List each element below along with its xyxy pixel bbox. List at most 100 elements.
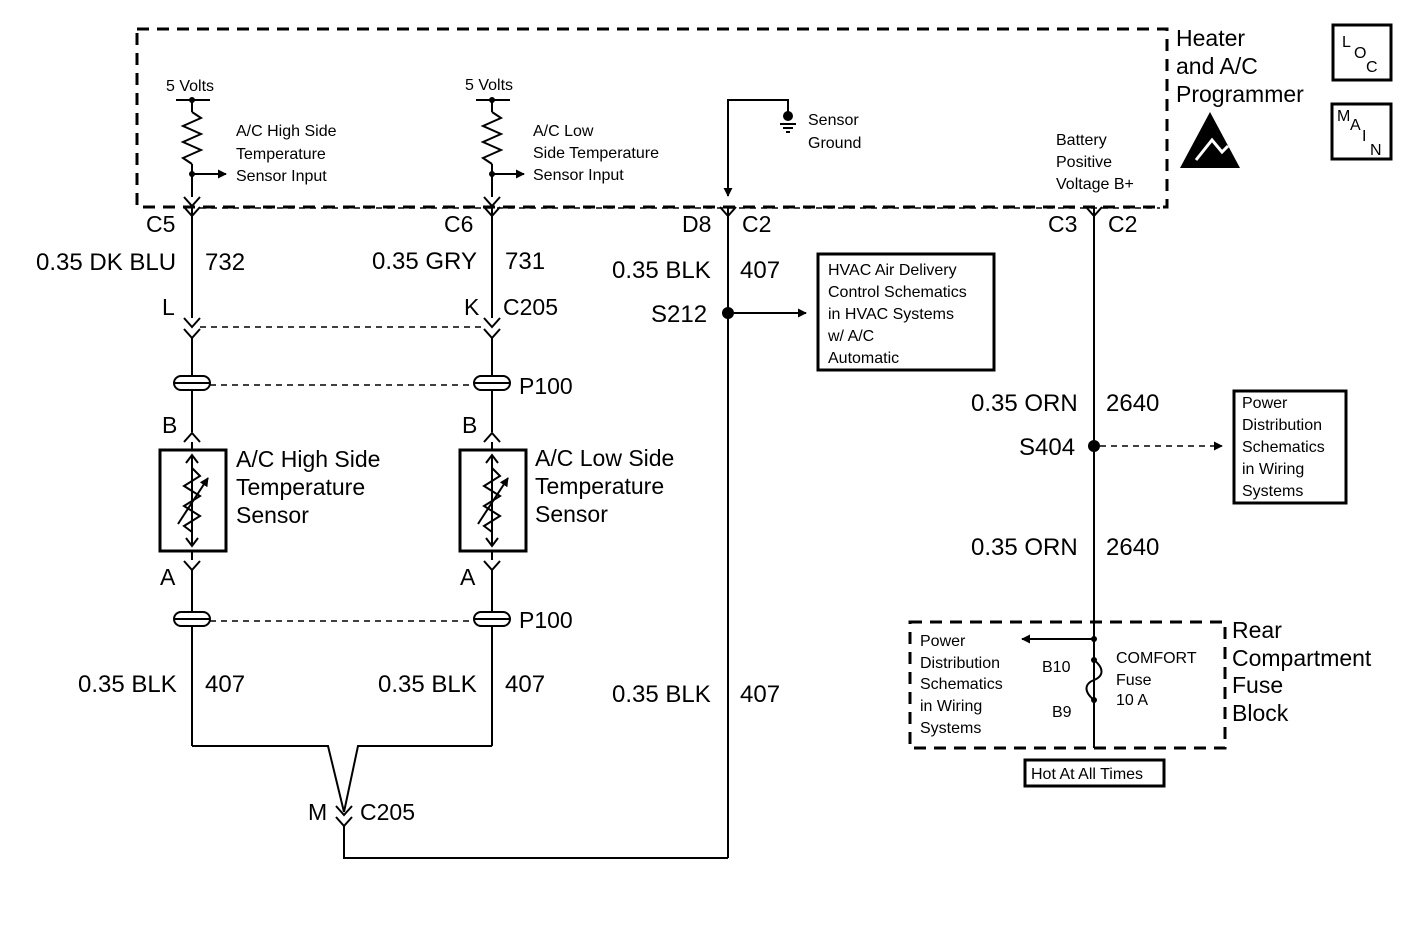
- svg-text:in Wiring: in Wiring: [1242, 461, 1304, 478]
- connector-c205-bottom: M C205: [192, 745, 728, 859]
- svg-text:731: 731: [505, 248, 545, 275]
- svg-text:Sensor: Sensor: [236, 502, 309, 528]
- svg-text:0.35 DK BLU: 0.35 DK BLU: [36, 249, 176, 276]
- svg-text:Programmer: Programmer: [1176, 81, 1304, 107]
- svg-text:Schematics: Schematics: [1242, 439, 1325, 456]
- svg-text:407: 407: [740, 257, 780, 284]
- main-button[interactable]: M A I N: [1330, 102, 1393, 161]
- pullup-resistor-high: [180, 111, 204, 165]
- low-side-input-circuit: 5 Volts A/C Low Side Temperature Sensor …: [465, 77, 659, 318]
- svg-text:O: O: [1354, 45, 1366, 62]
- svg-text:Schematics: Schematics: [920, 676, 1003, 693]
- power-distribution-reference-2[interactable]: Power Distribution Schematics in Wiring …: [920, 633, 1003, 737]
- sensor-terminal-b: B B: [162, 412, 501, 443]
- svg-text:407: 407: [505, 671, 545, 698]
- splice-s404: S404: [1019, 434, 1223, 461]
- svg-text:C6: C6: [444, 211, 473, 237]
- svg-text:C2: C2: [1108, 211, 1137, 237]
- svg-text:Ground: Ground: [808, 135, 861, 152]
- svg-text:Hot At All Times: Hot At All Times: [1031, 766, 1143, 783]
- svg-text:Sensor Input: Sensor Input: [236, 168, 327, 185]
- svg-text:0.35 BLK: 0.35 BLK: [378, 671, 477, 698]
- svg-text:P100: P100: [519, 607, 573, 633]
- svg-text:A: A: [1350, 117, 1361, 134]
- svg-text:2640: 2640: [1106, 534, 1159, 561]
- svg-text:Block: Block: [1232, 700, 1289, 726]
- svg-text:0.35 BLK: 0.35 BLK: [612, 257, 711, 284]
- svg-text:S404: S404: [1019, 434, 1075, 461]
- splice-s212: S212: [651, 301, 807, 328]
- wire-label-732: 0.35 DK BLU 732: [36, 249, 245, 276]
- loc-button[interactable]: L O C: [1331, 23, 1393, 82]
- svg-text:in HVAC Systems: in HVAC Systems: [828, 306, 954, 323]
- svg-text:I: I: [1362, 128, 1366, 145]
- power-distribution-reference-1[interactable]: Power Distribution Schematics in Wiring …: [1232, 389, 1348, 505]
- svg-text:and A/C: and A/C: [1176, 53, 1258, 79]
- high-side-temperature-sensor: A/C High Side Temperature Sensor: [158, 442, 380, 560]
- svg-text:Temperature: Temperature: [236, 146, 326, 163]
- svg-text:S212: S212: [651, 301, 707, 328]
- svg-text:HVAC Air Delivery: HVAC Air Delivery: [828, 262, 957, 279]
- programmer-box: [135, 27, 1169, 209]
- hot-at-all-times-label: Hot At All Times: [1023, 758, 1166, 788]
- svg-text:Rear: Rear: [1232, 617, 1282, 643]
- svg-text:Systems: Systems: [1242, 483, 1303, 500]
- wire-label-2640-bottom: 0.35 ORN 2640: [971, 534, 1159, 561]
- wire-label-731: 0.35 GRY 731: [372, 248, 545, 275]
- svg-text:0.35 BLK: 0.35 BLK: [78, 671, 177, 698]
- hvac-schematics-reference[interactable]: HVAC Air Delivery Control Schematics in …: [816, 252, 996, 372]
- svg-text:Fuse: Fuse: [1116, 672, 1152, 689]
- svg-text:2640: 2640: [1106, 390, 1159, 417]
- svg-text:Temperature: Temperature: [236, 474, 365, 500]
- svg-text:B: B: [162, 412, 177, 438]
- svg-text:A: A: [160, 564, 176, 590]
- sensor-terminal-a: A A: [160, 560, 501, 612]
- svg-text:A/C Low: A/C Low: [533, 123, 594, 140]
- svg-text:407: 407: [205, 671, 245, 698]
- pullup-resistor-low: [480, 111, 504, 165]
- svg-text:C205: C205: [503, 294, 558, 320]
- svg-text:M: M: [308, 799, 327, 825]
- wire-label-2640-top: 0.35 ORN 2640: [971, 390, 1159, 417]
- svg-text:0.35 ORN: 0.35 ORN: [971, 534, 1078, 561]
- svg-text:A: A: [460, 564, 476, 590]
- svg-text:Distribution: Distribution: [1242, 417, 1322, 434]
- svg-text:Sensor Input: Sensor Input: [533, 167, 624, 184]
- svg-text:w/ A/C: w/ A/C: [827, 328, 874, 345]
- svg-text:0.35 BLK: 0.35 BLK: [612, 681, 711, 708]
- programmer-connector-labels: C5 C6 D8 C2 C3 C2: [146, 211, 1137, 237]
- svg-text:Heater: Heater: [1176, 25, 1245, 51]
- svg-text:M: M: [1337, 108, 1350, 125]
- wire-label-407-high: 0.35 BLK 407: [78, 671, 245, 698]
- svg-text:A/C Low Side: A/C Low Side: [535, 445, 674, 471]
- svg-text:Sensor: Sensor: [535, 501, 608, 527]
- svg-text:0.35 ORN: 0.35 ORN: [971, 390, 1078, 417]
- svg-text:Fuse: Fuse: [1232, 672, 1283, 698]
- svg-text:Systems: Systems: [920, 720, 981, 737]
- svg-text:in Wiring: in Wiring: [920, 698, 982, 715]
- connector-c205-top: L K C205: [162, 294, 558, 340]
- svg-text:Sensor: Sensor: [808, 112, 859, 129]
- svg-text:10 A: 10 A: [1116, 692, 1148, 709]
- svg-text:Power: Power: [920, 633, 966, 650]
- high-side-input-circuit: 5 Volts A/C High Side Temperature Sensor…: [166, 78, 337, 318]
- svg-text:Side Temperature: Side Temperature: [533, 145, 659, 162]
- svg-text:5 Volts: 5 Volts: [465, 77, 513, 94]
- svg-text:Temperature: Temperature: [535, 473, 664, 499]
- svg-text:L: L: [162, 294, 175, 320]
- wire-label-407-return: 0.35 BLK 407: [612, 681, 780, 708]
- svg-text:Compartment: Compartment: [1232, 645, 1372, 671]
- wire-label-407-low: 0.35 BLK 407: [378, 671, 545, 698]
- svg-text:Positive: Positive: [1056, 154, 1112, 171]
- svg-text:N: N: [1370, 142, 1382, 159]
- svg-text:B9: B9: [1052, 704, 1072, 721]
- low-side-temperature-sensor: A/C Low Side Temperature Sensor: [458, 442, 674, 560]
- svg-text:Power: Power: [1242, 395, 1288, 412]
- svg-text:P100: P100: [519, 373, 573, 399]
- svg-text:Control Schematics: Control Schematics: [828, 284, 967, 301]
- svg-text:B: B: [462, 412, 477, 438]
- svg-text:B10: B10: [1042, 659, 1071, 676]
- wire-label-407-ground: 0.35 BLK 407: [612, 257, 780, 284]
- svg-text:C5: C5: [146, 211, 175, 237]
